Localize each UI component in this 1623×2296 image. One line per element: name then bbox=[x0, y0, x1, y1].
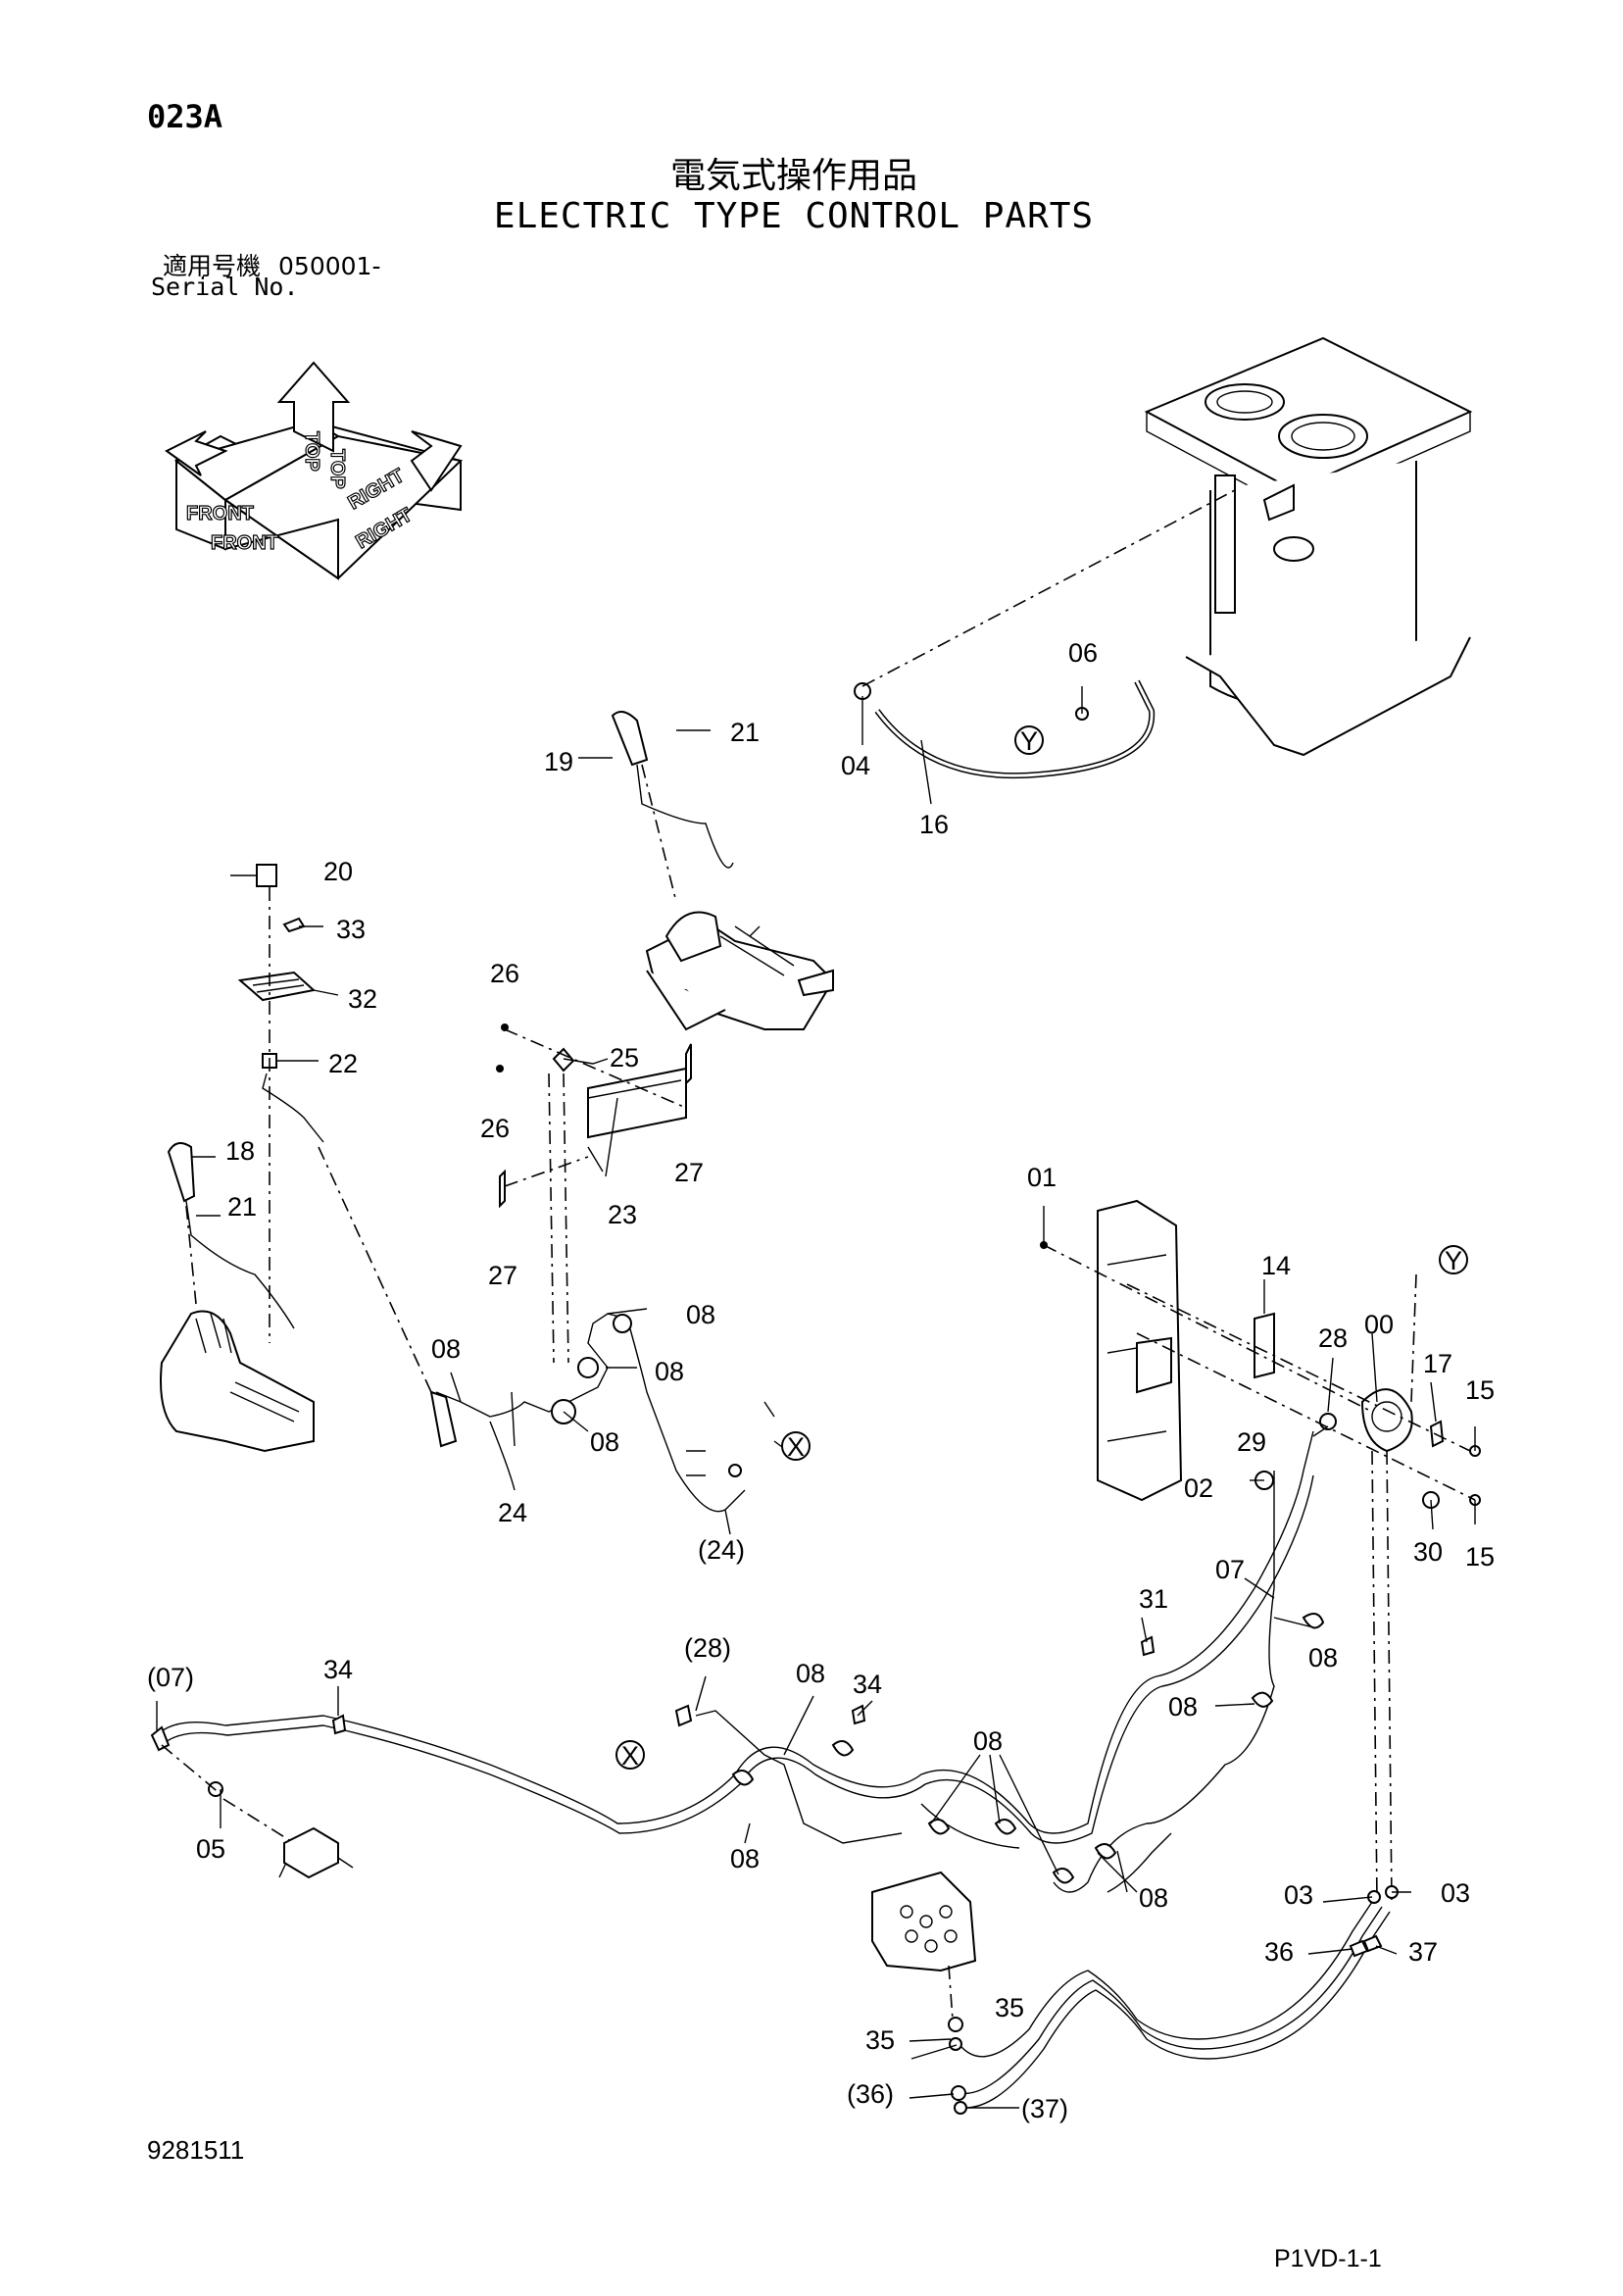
callout-08-a: 08 bbox=[686, 1300, 715, 1329]
callout-17: 17 bbox=[1423, 1349, 1452, 1378]
serial-applicability: 適用号機 050001- bbox=[163, 247, 398, 282]
serial-label-en: Serial No. bbox=[151, 273, 299, 301]
callout-28-ref: (28) bbox=[684, 1633, 731, 1663]
callout-35-left: 35 bbox=[865, 2025, 895, 2055]
callout-03-left: 03 bbox=[1284, 1880, 1313, 1910]
callout-00: 00 bbox=[1364, 1310, 1394, 1339]
callout-26-upper: 26 bbox=[490, 959, 519, 988]
callout-02: 02 bbox=[1184, 1473, 1213, 1503]
main-harness bbox=[150, 1430, 1325, 1893]
callout-08-j: 08 bbox=[1139, 1883, 1168, 1913]
callout-20: 20 bbox=[323, 857, 353, 886]
ref-y-lower: Y bbox=[1445, 1246, 1462, 1275]
page-code: 023A bbox=[147, 98, 223, 135]
callout-34-right: 34 bbox=[853, 1670, 882, 1699]
callout-29: 29 bbox=[1237, 1427, 1266, 1457]
title-english: ELECTRIC TYPE CONTROL PARTS bbox=[493, 196, 1095, 236]
callout-28: 28 bbox=[1318, 1323, 1348, 1353]
callout-25: 25 bbox=[610, 1043, 639, 1073]
hydraulic-tank bbox=[1144, 336, 1473, 757]
callout-24: 24 bbox=[498, 1498, 527, 1527]
ref-x-lower: X bbox=[621, 1741, 639, 1771]
callout-03-right: 03 bbox=[1441, 1878, 1470, 1908]
valve-bracket-assembly bbox=[1040, 1199, 1481, 1903]
callout-22: 22 bbox=[328, 1049, 358, 1078]
callout-34-left: 34 bbox=[323, 1655, 353, 1684]
callout-36-ref: (36) bbox=[847, 2079, 894, 2109]
callout-33: 33 bbox=[336, 915, 366, 944]
callout-07: 07 bbox=[1215, 1555, 1245, 1584]
callout-08-e: 08 bbox=[1308, 1643, 1338, 1672]
serial-label-jp: 適用号機 bbox=[163, 252, 262, 280]
callout-14: 14 bbox=[1261, 1251, 1291, 1280]
callout-35-right: 35 bbox=[995, 1993, 1024, 2022]
title-japanese: 電気式操作用品 bbox=[669, 156, 917, 196]
callout-21-lower: 21 bbox=[227, 1192, 257, 1222]
callout-05: 05 bbox=[196, 1834, 225, 1864]
callout-26-lower: 26 bbox=[480, 1114, 510, 1143]
callout-37: 37 bbox=[1408, 1937, 1438, 1967]
orientation-top-label: TOP bbox=[301, 431, 322, 472]
callout-08-d: 08 bbox=[590, 1427, 619, 1457]
callout-21-upper: 21 bbox=[730, 718, 760, 747]
hose-16 bbox=[854, 489, 1236, 779]
callout-19: 19 bbox=[544, 747, 573, 776]
callout-08-g: 08 bbox=[796, 1659, 825, 1688]
callout-16: 16 bbox=[919, 810, 949, 839]
leader-lines bbox=[156, 686, 1476, 2109]
document-number: 9281511 bbox=[147, 2135, 245, 2165]
callout-15-upper: 15 bbox=[1465, 1375, 1495, 1405]
callout-32: 32 bbox=[348, 984, 377, 1014]
orientation-top-label-2: TOP bbox=[326, 449, 348, 489]
right-control-lever bbox=[611, 711, 835, 1031]
orientation-indicator: FRONT FRONT TOP TOP RIGHT RIGHT bbox=[165, 361, 464, 580]
callout-01: 01 bbox=[1027, 1163, 1057, 1192]
callout-30: 30 bbox=[1413, 1537, 1443, 1567]
page-reference: P1VD-1-1 bbox=[1274, 2245, 1382, 2272]
left-control-lever bbox=[160, 1142, 315, 1453]
callout-36: 36 bbox=[1264, 1937, 1294, 1967]
callout-08-b: 08 bbox=[431, 1334, 461, 1364]
bracket-and-harness bbox=[429, 1023, 746, 1513]
callout-31: 31 bbox=[1139, 1584, 1168, 1614]
pilot-valve-block bbox=[871, 1871, 1399, 2115]
switch-panel-parts bbox=[237, 864, 432, 1393]
callout-08-i: 08 bbox=[730, 1844, 760, 1873]
orientation-front-label: FRONT bbox=[186, 503, 254, 524]
orientation-front-label-2: FRONT bbox=[211, 532, 278, 554]
callout-27-left: 27 bbox=[488, 1261, 517, 1290]
callout-08-c: 08 bbox=[655, 1357, 684, 1386]
reference-markers: Y Y X X bbox=[615, 725, 1468, 1771]
serial-value: 050001- bbox=[278, 252, 381, 280]
callout-07-ref: (07) bbox=[147, 1663, 194, 1692]
callout-15-lower: 15 bbox=[1465, 1542, 1495, 1572]
callout-18: 18 bbox=[225, 1136, 255, 1166]
callout-23: 23 bbox=[608, 1200, 637, 1229]
callout-04: 04 bbox=[841, 751, 870, 780]
callout-24-ref: (24) bbox=[698, 1535, 745, 1565]
callout-27-right: 27 bbox=[674, 1158, 704, 1187]
ref-y-upper: Y bbox=[1020, 726, 1038, 756]
ref-x-upper: X bbox=[787, 1432, 805, 1462]
callout-08-h: 08 bbox=[973, 1726, 1003, 1756]
callout-08-f: 08 bbox=[1168, 1692, 1198, 1722]
callout-37-ref: (37) bbox=[1021, 2094, 1068, 2123]
part-callouts: 06 04 16 21 19 20 33 32 22 18 21 26 25 2… bbox=[147, 638, 1495, 2123]
callout-06: 06 bbox=[1068, 638, 1098, 668]
